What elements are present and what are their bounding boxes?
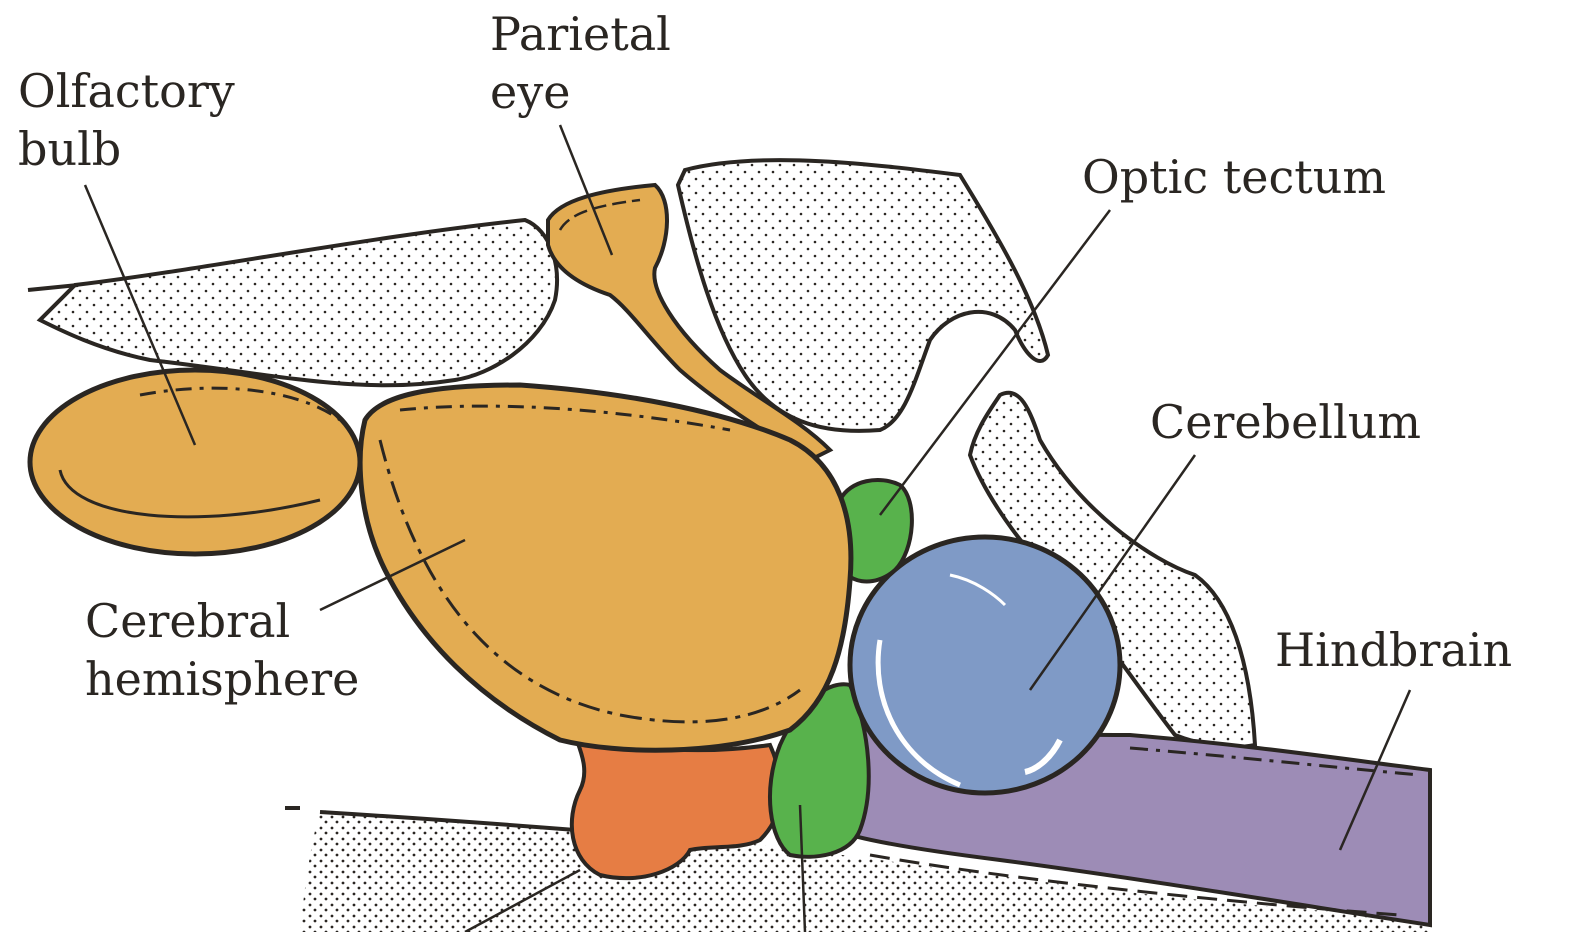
label-hindbrain: Hindbrain xyxy=(1275,621,1512,679)
label-cerebral-hemisphere: Cerebral hemisphere xyxy=(85,592,359,708)
label-cerebellum-text: Cerebellum xyxy=(1150,393,1421,451)
label-optic-tectum: Optic tectum xyxy=(1082,148,1386,206)
skull-roof-front xyxy=(40,220,557,385)
label-parietal-eye-line2: eye xyxy=(490,63,671,121)
label-olfactory-bulb-line2: bulb xyxy=(18,120,235,178)
cerebral-hemisphere-shape xyxy=(360,385,851,750)
olfactory-bulb-shape xyxy=(30,370,360,554)
label-optic-tectum-text: Optic tectum xyxy=(1082,148,1386,206)
label-olfactory-bulb-line1: Olfactory xyxy=(18,62,235,120)
label-cerebral-hemisphere-line2: hemisphere xyxy=(85,650,359,708)
label-parietal-eye-line1: Parietal xyxy=(490,5,671,63)
label-hindbrain-text: Hindbrain xyxy=(1275,621,1512,679)
label-cerebellum: Cerebellum xyxy=(1150,393,1421,451)
label-parietal-eye: Parietal eye xyxy=(490,5,671,121)
label-cerebral-hemisphere-line1: Cerebral xyxy=(85,592,359,650)
label-olfactory-bulb: Olfactory bulb xyxy=(18,62,235,178)
